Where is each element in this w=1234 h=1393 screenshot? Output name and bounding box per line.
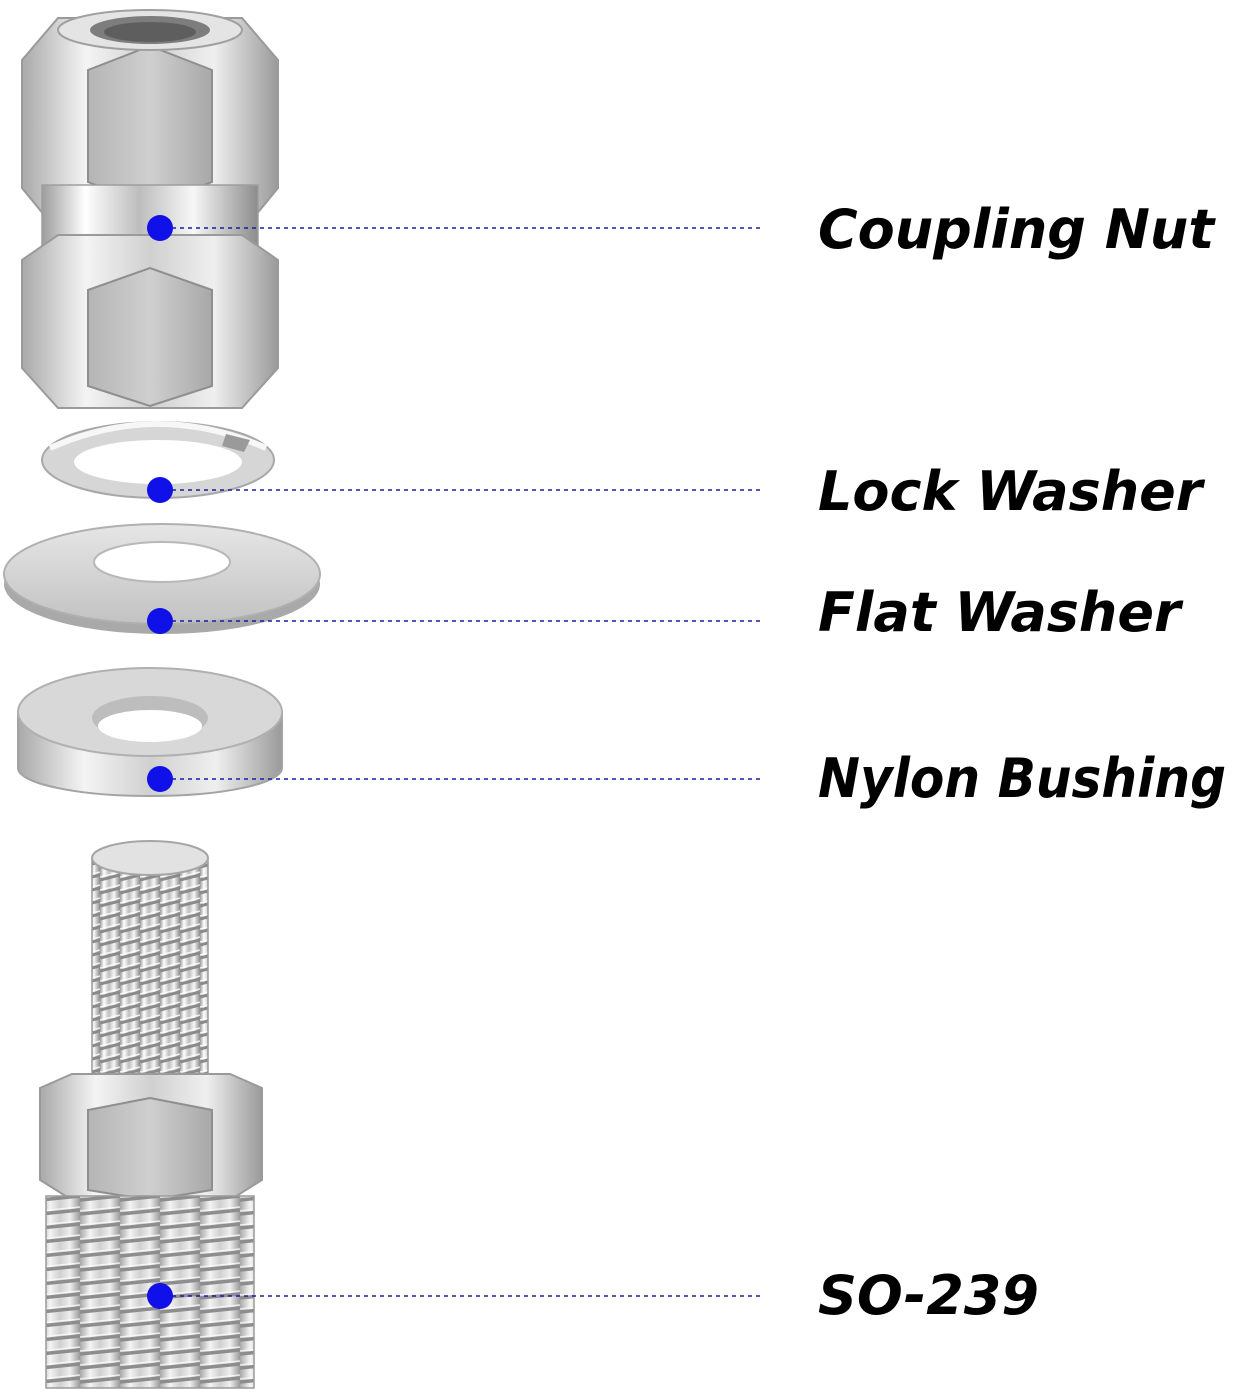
callout-lock-washer: Lock Washer <box>147 460 1206 523</box>
so-239-illustration <box>39 840 263 1389</box>
marker-dot-coupling-nut <box>147 215 173 241</box>
marker-dot-so-239 <box>147 1283 173 1309</box>
flat-washer-illustration <box>3 523 321 634</box>
lock-washer-illustration <box>41 421 275 499</box>
callout-so-239: SO-239 <box>147 1264 1039 1327</box>
callout-flat-washer: Flat Washer <box>147 581 1184 644</box>
label-lock-washer: Lock Washer <box>818 460 1206 523</box>
label-nylon-bushing: Nylon Bushing <box>818 747 1226 810</box>
marker-dot-lock-washer <box>147 477 173 503</box>
nylon-bushing-illustration <box>17 667 283 797</box>
callout-nylon-bushing: Nylon Bushing <box>147 747 1226 810</box>
marker-dot-nylon-bushing <box>147 766 173 792</box>
label-flat-washer: Flat Washer <box>818 581 1184 644</box>
marker-dot-flat-washer <box>147 608 173 634</box>
label-coupling-nut: Coupling Nut <box>818 198 1216 261</box>
callout-coupling-nut: Coupling Nut <box>147 198 1216 261</box>
coupling-nut-illustration <box>21 9 279 409</box>
label-so-239: SO-239 <box>818 1264 1039 1327</box>
